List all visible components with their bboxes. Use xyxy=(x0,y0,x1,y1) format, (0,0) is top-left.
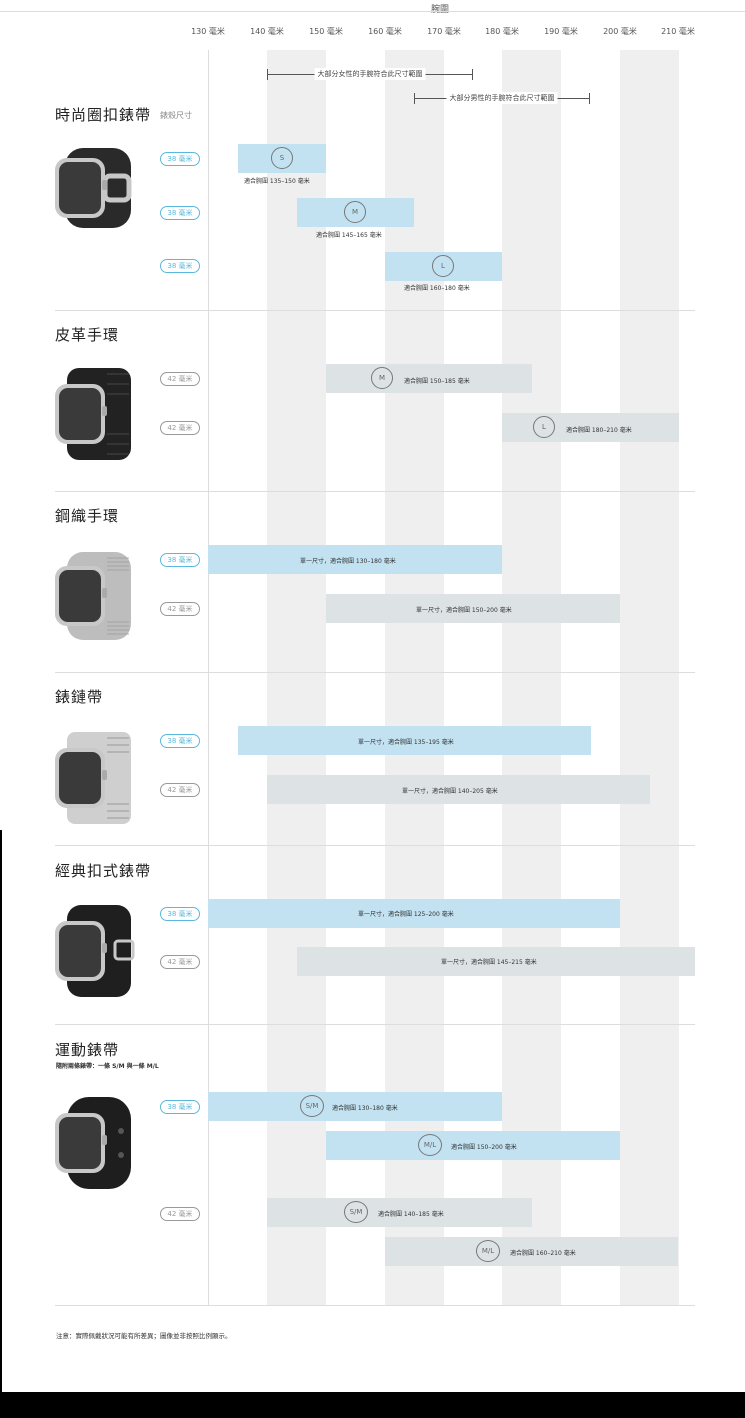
case-size-chip: 42 毫米 xyxy=(160,955,200,969)
tick-label: 130 毫米 xyxy=(191,27,225,36)
grid-stripe xyxy=(620,50,679,1306)
size-badge: S xyxy=(271,147,293,169)
tick-label: 210 毫米 xyxy=(661,27,695,36)
section-divider xyxy=(55,310,695,311)
fit-range-label: 適合腕圍 160–210 毫米 xyxy=(510,1250,576,1257)
disclaimer-note: 注意：實際佩戴狀況可能有所差異；圖像並非按照比例顯示。 xyxy=(56,1332,232,1340)
size-badge: L xyxy=(533,416,555,438)
fit-range-bar xyxy=(297,947,695,976)
section-title: 鋼織手環 xyxy=(55,507,120,525)
fit-range-label: 適合腕圍 135–150 毫米 xyxy=(244,178,310,185)
milanese-loop-watch-icon xyxy=(55,552,131,640)
case-size-chip: 38 毫米 xyxy=(160,152,200,166)
chart-header-title: 腕圍 xyxy=(430,5,449,15)
tick-label: 180 毫米 xyxy=(485,27,519,36)
fit-range-label: 單一尺寸，適合腕圍 135–195 毫米 xyxy=(358,739,454,746)
fit-range-bar xyxy=(326,364,532,393)
frame-bottom-bar xyxy=(0,1392,745,1418)
section-title: 皮革手環 xyxy=(55,326,120,344)
grid-stripe xyxy=(502,50,561,1306)
fit-range-label: 單一尺寸，適合腕圍 140–205 毫米 xyxy=(402,788,498,795)
size-badge: M/L xyxy=(476,1240,500,1262)
fit-range-bar xyxy=(238,726,591,755)
fit-range-label: 單一尺寸，適合腕圍 145–215 毫米 xyxy=(441,959,537,966)
fit-range-label: 適合腕圍 130–180 毫米 xyxy=(332,1105,398,1112)
classic-buckle-watch-icon xyxy=(55,905,135,997)
case-size-header: 錶殼尺寸 xyxy=(160,111,192,120)
fit-range-bar xyxy=(208,545,502,574)
tick-label: 200 毫米 xyxy=(603,27,637,36)
case-size-chip: 42 毫米 xyxy=(160,1207,200,1221)
case-size-chip: 38 毫米 xyxy=(160,206,200,220)
fit-range-bar xyxy=(208,1092,502,1121)
fit-range-label: 適合腕圍 180–210 毫米 xyxy=(566,427,632,434)
tick-label: 150 毫米 xyxy=(309,27,343,36)
section-title: 時尚圈扣錶帶 xyxy=(55,106,152,124)
case-size-chip: 42 毫米 xyxy=(160,783,200,797)
tick-label: 170 毫米 xyxy=(427,27,461,36)
size-badge: M/L xyxy=(418,1134,442,1156)
fit-range-label: 單一尺寸，適合腕圍 125–200 毫米 xyxy=(358,911,454,918)
case-size-chip: 38 毫米 xyxy=(160,259,200,273)
size-badge: M xyxy=(371,367,393,389)
section-divider xyxy=(55,845,695,846)
section-divider xyxy=(55,1024,695,1025)
case-size-chip: 38 毫米 xyxy=(160,907,200,921)
fit-range-label: 適合腕圍 150–185 毫米 xyxy=(404,378,470,385)
case-size-chip: 42 毫米 xyxy=(160,372,200,386)
size-badge: L xyxy=(432,255,454,277)
fit-range-bar xyxy=(267,1198,532,1227)
case-size-chip: 42 毫米 xyxy=(160,602,200,616)
fit-range-label: 適合腕圍 145–165 毫米 xyxy=(316,232,382,239)
fit-range-label: 單一尺寸，適合腕圍 130–180 毫米 xyxy=(300,558,396,565)
size-badge: S/M xyxy=(300,1095,324,1117)
link-bracelet-watch-icon xyxy=(55,732,131,824)
case-size-chip: 38 毫米 xyxy=(160,734,200,748)
modern-buckle-watch-icon xyxy=(55,148,132,228)
men-range-label: 大部分男性的手腕符合此尺寸範圍 xyxy=(446,92,558,104)
fit-range-bar xyxy=(385,1237,678,1266)
fit-range-label: 適合腕圍 160–180 毫米 xyxy=(404,285,470,292)
case-size-chip: 42 毫米 xyxy=(160,421,200,435)
fit-range-bar xyxy=(326,1131,620,1160)
fit-range-label: 適合腕圍 140–185 毫米 xyxy=(378,1211,444,1218)
tick-label: 140 毫米 xyxy=(250,27,284,36)
section-divider xyxy=(55,672,695,673)
leather-loop-watch-icon xyxy=(55,368,131,460)
size-badge: M xyxy=(344,201,366,223)
top-divider xyxy=(0,11,745,12)
section-title: 經典扣式錶帶 xyxy=(55,862,152,880)
case-size-chip: 38 毫米 xyxy=(160,553,200,567)
tick-label: 190 毫米 xyxy=(544,27,578,36)
fit-range-label: 適合腕圍 150–200 毫米 xyxy=(451,1144,517,1151)
size-badge: S/M xyxy=(344,1201,368,1223)
tick-label: 160 毫米 xyxy=(368,27,402,36)
section-subtitle: 隨附兩條錶帶：一條 S/M 與一條 M/L xyxy=(56,1063,159,1070)
women-range-indicator: 大部分女性的手腕符合此尺寸範圍 xyxy=(267,68,473,80)
section-divider xyxy=(55,491,695,492)
frame-edge xyxy=(0,830,2,1392)
men-range-indicator: 大部分男性的手腕符合此尺寸範圍 xyxy=(414,92,590,104)
section-title: 運動錶帶 xyxy=(55,1041,120,1059)
case-size-chip: 38 毫米 xyxy=(160,1100,200,1114)
section-title: 錶鏈帶 xyxy=(55,688,104,706)
fit-range-bar xyxy=(326,594,620,623)
women-range-label: 大部分女性的手腕符合此尺寸範圍 xyxy=(314,68,426,80)
fit-range-bar xyxy=(267,775,650,804)
fit-range-label: 單一尺寸，適合腕圍 150–200 毫米 xyxy=(416,607,512,614)
sport-band-watch-icon xyxy=(55,1097,131,1189)
axis-line xyxy=(208,50,209,1306)
fit-range-bar xyxy=(502,413,679,442)
section-divider xyxy=(55,1305,695,1306)
fit-range-bar xyxy=(208,899,620,928)
